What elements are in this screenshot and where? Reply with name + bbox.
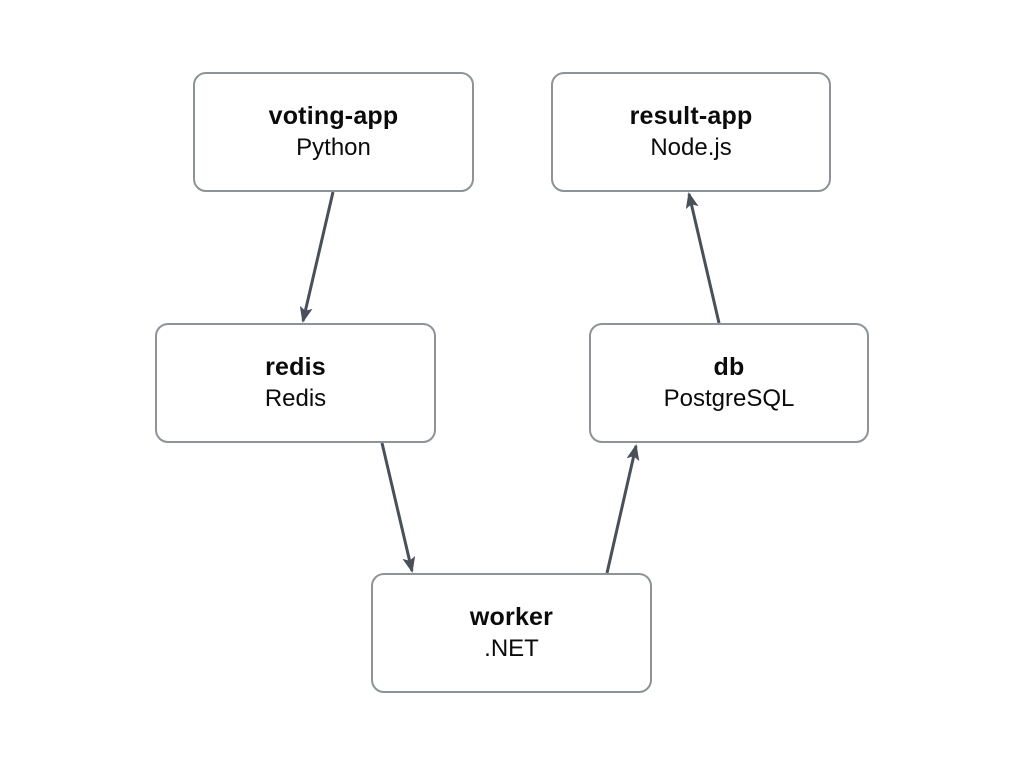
node-subtitle: Node.js: [650, 134, 732, 162]
node-subtitle: .NET: [484, 635, 539, 663]
node-title: redis: [265, 353, 326, 382]
edge-votingapp-to-redis: [299, 191, 335, 323]
node-subtitle: Redis: [264, 385, 327, 413]
edge-db-to-resultapp: [685, 192, 721, 324]
node-result-app: result-app Node.js: [551, 72, 831, 192]
node-subtitle: PostgreSQL: [663, 385, 795, 413]
node-title: worker: [469, 603, 554, 632]
node-db: db PostgreSQL: [589, 323, 869, 443]
node-voting-app: voting-app Python: [193, 72, 474, 192]
node-title: result-app: [629, 102, 753, 131]
node-title: voting-app: [268, 102, 399, 131]
edge-redis-to-worker: [380, 442, 416, 573]
edge-worker-to-db: [605, 444, 640, 574]
node-worker: worker .NET: [371, 573, 652, 693]
node-redis: redis Redis: [155, 323, 436, 443]
node-title: db: [713, 353, 745, 382]
node-subtitle: Python: [296, 134, 371, 162]
